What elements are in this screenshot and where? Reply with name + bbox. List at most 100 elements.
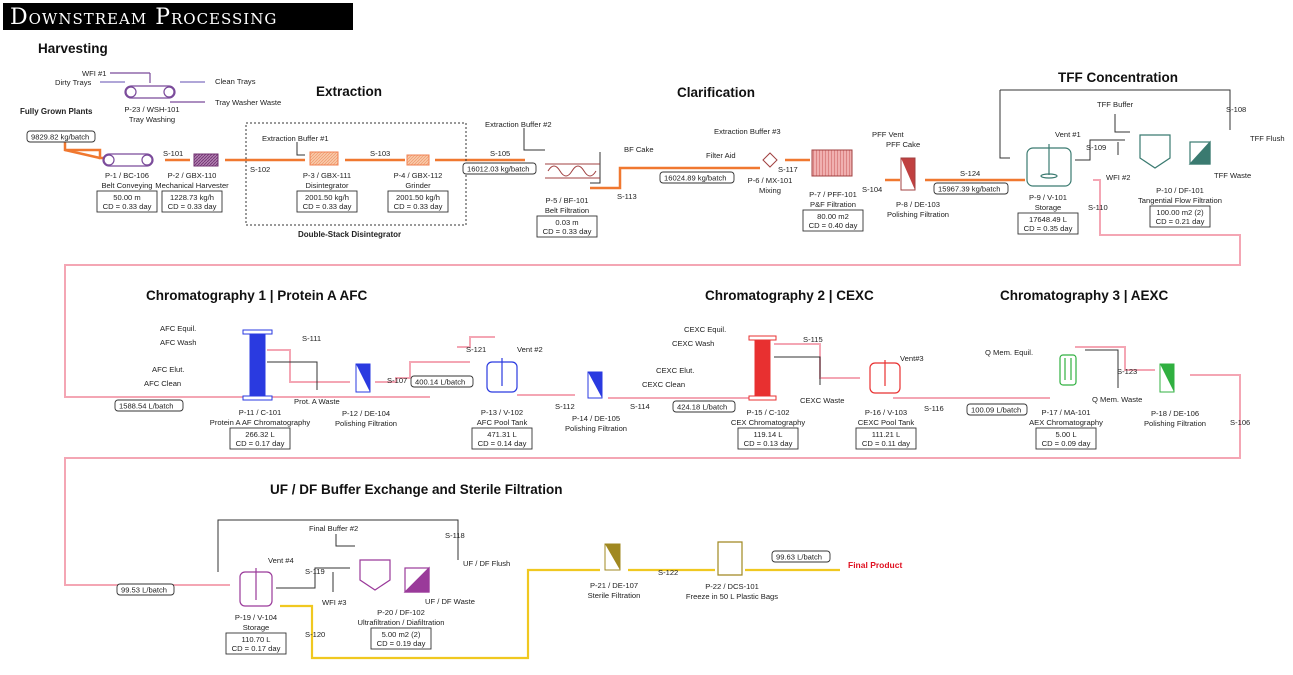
unit-id: P-4 / GBX-112 xyxy=(394,171,443,180)
unit-info-box[interactable] xyxy=(1035,427,1097,450)
flow-tag xyxy=(26,130,96,143)
storage-tank-v101[interactable] xyxy=(1026,144,1072,187)
mixer[interactable] xyxy=(762,152,778,168)
unit-id: P-7 / PFF-101 xyxy=(809,190,857,199)
belt-filter[interactable] xyxy=(545,163,600,179)
unit-name: Storage xyxy=(243,623,270,632)
unit-cycle-duration: CD = 0.17 day xyxy=(236,439,285,448)
freeze-unit[interactable] xyxy=(717,541,743,576)
cex-column[interactable] xyxy=(748,335,777,401)
port-plants: Fully Grown Plants xyxy=(20,107,93,116)
stream-label: S-104 xyxy=(862,185,882,194)
polishing-filter-p18[interactable] xyxy=(1159,363,1175,393)
stream-label: S-103 xyxy=(370,149,390,158)
unit-info-box[interactable] xyxy=(229,427,291,450)
afc-column[interactable] xyxy=(242,329,273,401)
unit-info-box[interactable] xyxy=(471,427,533,450)
unit-info-box[interactable] xyxy=(96,190,158,213)
flow-tag-text: 400.14 L/batch xyxy=(415,378,465,387)
section-tff: TFF Concentration xyxy=(1058,70,1178,85)
ufdf-unit[interactable] xyxy=(359,559,430,593)
unit-name: Mechanical Harvester xyxy=(155,181,229,190)
unit-cycle-duration: CD = 0.13 day xyxy=(744,439,793,448)
unit-info-box[interactable] xyxy=(370,627,432,650)
polishing-filter-p14[interactable] xyxy=(587,371,603,399)
unit-info-box[interactable] xyxy=(1149,205,1211,228)
unit-cycle-duration: CD = 0.21 day xyxy=(1156,217,1205,226)
port-pff-vent: PFF Vent xyxy=(872,130,905,139)
unit-info-box[interactable] xyxy=(536,215,598,238)
unit-name: Belt Filtration xyxy=(545,206,589,215)
unit-info-box[interactable] xyxy=(225,632,287,655)
unit-name: Grinder xyxy=(405,181,431,190)
disintegrator[interactable] xyxy=(309,151,339,166)
port-vent3: Vent#3 xyxy=(900,354,924,363)
port-afc-wash: AFC Wash xyxy=(160,338,196,347)
unit-info-box[interactable] xyxy=(387,190,449,213)
afc-pool-tank[interactable] xyxy=(486,358,518,393)
belt-conveyor[interactable] xyxy=(102,153,154,167)
port-tff-waste: TFF Waste xyxy=(1214,171,1251,180)
stream-label: S-118 xyxy=(445,531,465,540)
port-wfi3: WFI #3 xyxy=(322,598,346,607)
port-cexc-clean: CEXC Clean xyxy=(642,380,685,389)
unit-info-box[interactable] xyxy=(1017,212,1079,235)
pff-filter[interactable] xyxy=(811,149,853,177)
section-harvesting: Harvesting xyxy=(38,41,108,56)
unit-size: 5.00 L xyxy=(1055,430,1076,439)
port-vent4: Vent #4 xyxy=(268,556,294,565)
unit-cycle-duration: CD = 0.33 day xyxy=(303,202,352,211)
port-afc-clean: AFC Clean xyxy=(144,379,181,388)
polishing-filter-p12[interactable] xyxy=(355,363,371,393)
unit-cycle-duration: CD = 0.14 day xyxy=(478,439,527,448)
sterile-filter[interactable] xyxy=(604,543,621,571)
unit-id: P-17 / MA-101 xyxy=(1042,408,1091,417)
unit-info-box[interactable] xyxy=(737,427,799,450)
unit-info-box[interactable] xyxy=(296,190,358,213)
section-clarification: Clarification xyxy=(677,85,755,100)
stream-label: S-122 xyxy=(658,568,678,577)
pink-stream-lines[interactable] xyxy=(64,179,1241,586)
stream-label: S-110 xyxy=(1088,203,1108,212)
storage-tank-v104[interactable] xyxy=(239,568,273,607)
tff-unit[interactable] xyxy=(1139,134,1211,169)
stream-label: S-111 xyxy=(302,334,321,343)
unit-info-box[interactable] xyxy=(161,190,223,213)
stream-label: S-114 xyxy=(630,402,650,411)
unit-cycle-duration: CD = 0.19 day xyxy=(377,639,426,648)
aex-membrane[interactable] xyxy=(1059,354,1077,386)
unit-cycle-duration: CD = 0.35 day xyxy=(1024,224,1073,233)
unit-id: P-5 / BF-101 xyxy=(545,196,588,205)
unit-id: P-14 / DE-105 xyxy=(572,414,620,423)
flow-tag xyxy=(966,403,1028,416)
title-banner: Downstream Processing xyxy=(3,3,353,30)
cexc-pool-tank[interactable] xyxy=(869,360,901,394)
port-tff-flush: TFF Flush xyxy=(1250,134,1285,143)
unit-info-box[interactable] xyxy=(802,209,864,232)
port-dirty-trays: Dirty Trays xyxy=(55,78,91,87)
grinder[interactable] xyxy=(406,154,430,166)
unit-cycle-duration: CD = 0.11 day xyxy=(862,439,910,448)
unit-id: P-11 / C-101 xyxy=(239,408,282,417)
flow-tag-text: 16012.03 kg/batch xyxy=(467,165,530,174)
stream-label: S-112 xyxy=(555,402,575,411)
unit-name: Tray Washing xyxy=(129,115,175,124)
main-stream-row1[interactable] xyxy=(63,138,1025,190)
section-ufdf: UF / DF Buffer Exchange and Sterile Filt… xyxy=(270,482,563,497)
unit-size: 119.14 L xyxy=(754,430,783,439)
yellow-stream-lines[interactable] xyxy=(280,568,840,660)
port-afc-equil: AFC Equil. xyxy=(160,324,196,333)
flow-tag xyxy=(410,375,474,388)
mechanical-harvester[interactable] xyxy=(193,153,219,167)
port-cexc-equil: CEXC Equil. xyxy=(684,325,726,334)
group-label-double-stack: Double-Stack Disintegrator xyxy=(298,230,401,239)
port-final-buf2: Final Buffer #2 xyxy=(309,524,358,533)
unit-info-box[interactable] xyxy=(855,427,917,450)
unit-name: Protein A AF Chromatography xyxy=(210,418,311,427)
polishing-filter-p8[interactable] xyxy=(900,157,916,191)
flow-tag-text: 15967.39 kg/batch xyxy=(938,185,1001,194)
flow-tag xyxy=(672,400,736,413)
unit-id: P-18 / DE-106 xyxy=(1151,409,1199,418)
unit-id: P-23 / WSH-101 xyxy=(124,105,179,114)
tray-washer[interactable] xyxy=(100,72,205,103)
